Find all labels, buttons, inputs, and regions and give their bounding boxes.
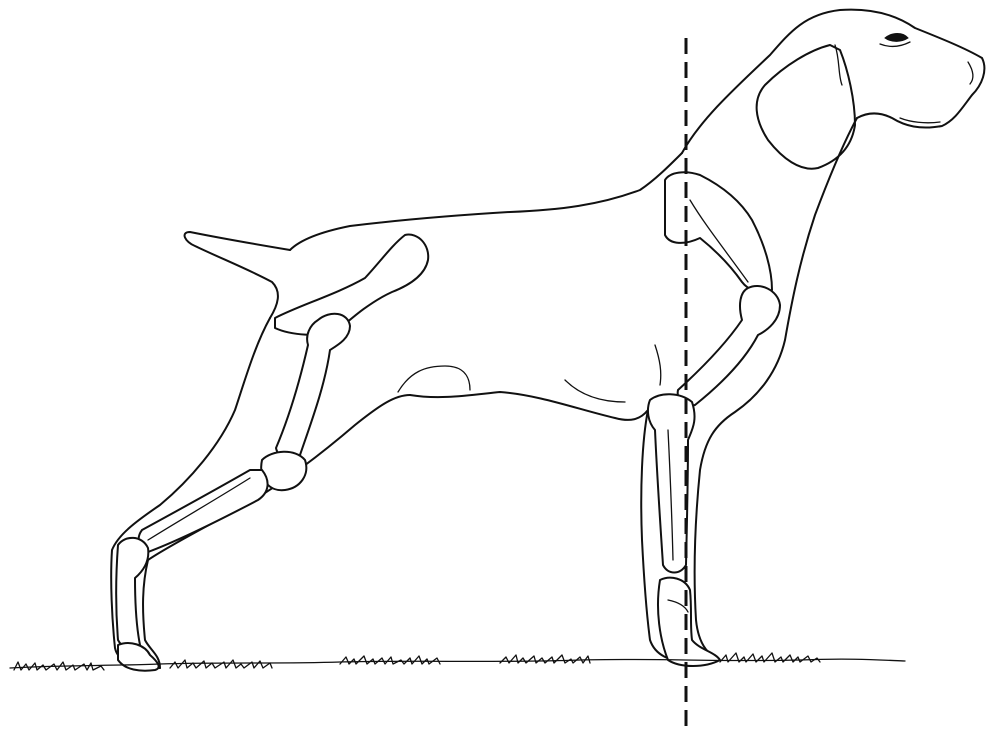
humerus-bone [678, 286, 780, 406]
pelvis-bone [275, 235, 428, 335]
front-forearm-bones [648, 394, 695, 572]
femur-bone [276, 314, 350, 459]
scapula-bone [665, 172, 772, 292]
front-paw-bones [658, 578, 720, 666]
tibia-bone [139, 470, 268, 552]
